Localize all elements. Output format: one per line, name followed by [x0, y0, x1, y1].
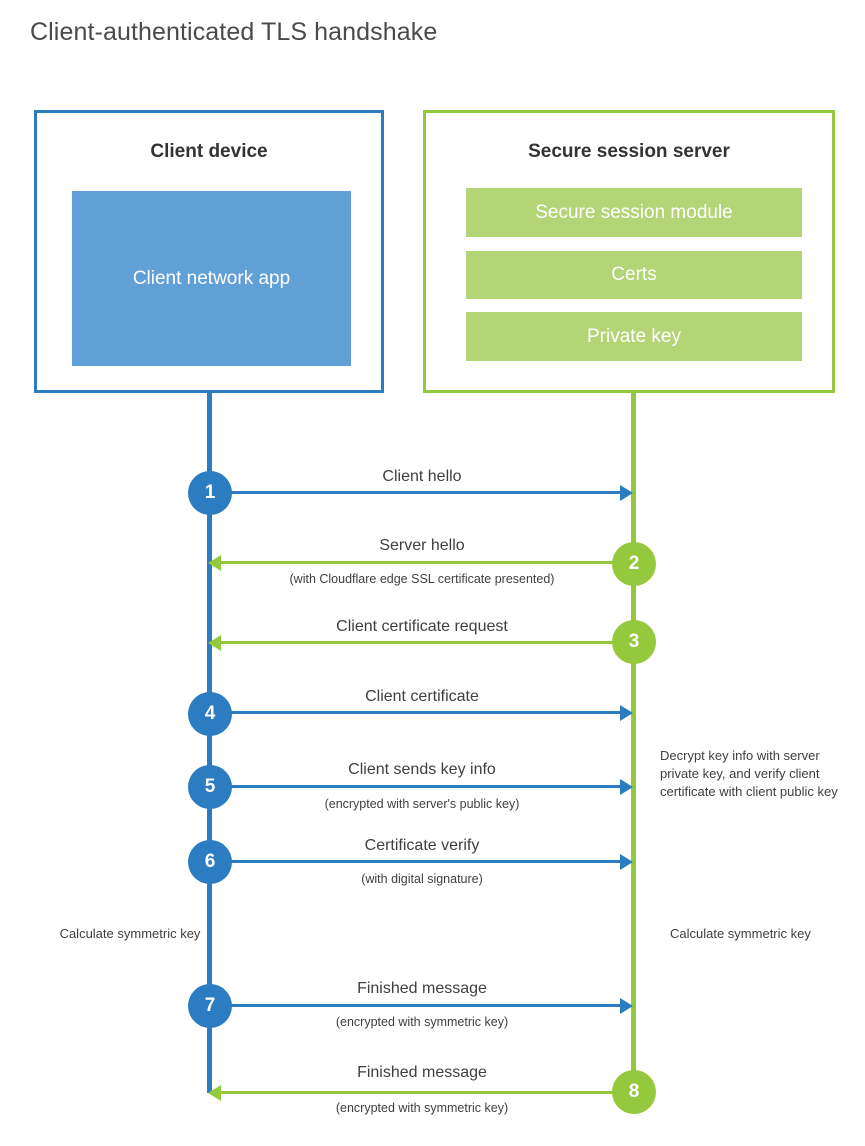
step-circle-3[interactable]: 3: [612, 620, 656, 664]
step-circle-7[interactable]: 7: [188, 984, 232, 1028]
server-block-secure-session-module: Secure session module: [466, 188, 802, 237]
message-label-3: Client certificate request: [336, 618, 508, 635]
arrow-head-right-4: [620, 705, 633, 721]
step-circle-6[interactable]: 6: [188, 840, 232, 884]
message-sublabel-7: (encrypted with symmetric key): [335, 1015, 509, 1029]
message-line-3: [216, 641, 634, 644]
message-label-1: Client hello: [382, 468, 462, 485]
arrow-head-right-6: [620, 854, 633, 870]
message-label-5: Client sends key info: [348, 761, 496, 778]
message-line-5: [209, 785, 621, 788]
message-line-4: [209, 711, 621, 714]
message-line-8: [216, 1091, 634, 1094]
message-line-2: [216, 561, 634, 564]
client-network-app-block: Client network app: [72, 191, 351, 366]
message-line-1: [209, 491, 621, 494]
server-block-certs: Certs: [466, 251, 802, 299]
message-label-8: Finished message: [357, 1064, 487, 1081]
message-sublabel-8: (encrypted with symmetric key): [335, 1101, 509, 1115]
server-lifeline: [631, 393, 636, 1093]
message-sublabel-2: (with Cloudflare edge SSL certificate pr…: [289, 572, 555, 586]
message-label-6: Certificate verify: [364, 837, 480, 854]
arrow-head-right-7: [620, 998, 633, 1014]
step-circle-5[interactable]: 5: [188, 765, 232, 809]
client-device-title: Client device: [150, 141, 268, 162]
page-title: Client-authenticated TLS handshake: [30, 18, 438, 46]
server-block-private-key: Private key: [466, 312, 802, 361]
message-line-7: [209, 1004, 621, 1007]
arrow-head-left-3: [208, 635, 221, 651]
annotation-calculate-symmetric-key-client: Calculate symmetric key: [59, 926, 201, 941]
message-label-7: Finished message: [357, 980, 487, 997]
annotation-calculate-symmetric-key-server: Calculate symmetric key: [670, 926, 811, 941]
message-line-6: [209, 860, 621, 863]
step-circle-1[interactable]: 1: [188, 471, 232, 515]
step-circle-2[interactable]: 2: [612, 542, 656, 586]
secure-session-server-title: Secure session server: [528, 141, 730, 162]
arrow-head-left-8: [208, 1085, 221, 1101]
annotation-decrypt-key-info: Decrypt key info with server private key…: [660, 748, 838, 799]
client-device-box: Client device Client network app: [34, 110, 384, 393]
arrow-head-left-2: [208, 555, 221, 571]
message-label-2: Server hello: [379, 537, 465, 554]
message-sublabel-5: (encrypted with server's public key): [324, 797, 520, 811]
step-circle-8[interactable]: 8: [612, 1070, 656, 1114]
arrow-head-right-5: [620, 779, 633, 795]
message-label-4: Client certificate: [365, 688, 479, 705]
client-lifeline: [207, 393, 212, 1093]
arrow-head-right-1: [620, 485, 633, 501]
message-sublabel-6: (with digital signature): [361, 872, 483, 886]
step-circle-4[interactable]: 4: [188, 692, 232, 736]
secure-session-server-box: Secure session server Secure session mod…: [423, 110, 835, 393]
